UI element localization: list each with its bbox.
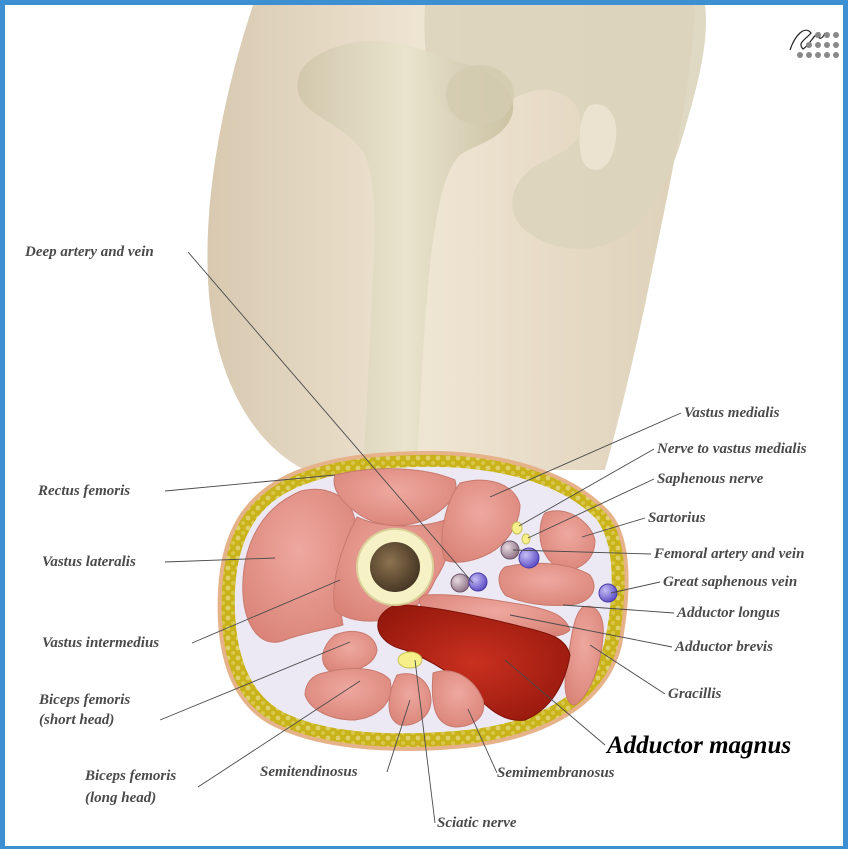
femur-marrow [370,542,420,592]
label-nerve-to-vastus-medialis: Nerve to vastus medialis [656,441,807,457]
label-biceps-short-line1: Biceps femoris [38,692,130,708]
thigh-cross-section-diagram: Deep artery and vein Vastus medialis Ner… [5,5,843,846]
adductor-longus-muscle [499,563,594,605]
label-semimembranosus: Semimembranosus [497,765,615,781]
deep-artery [451,574,469,592]
label-biceps-long-line2: (long head) [85,790,156,806]
label-adductor-magnus: Adductor magnus [605,732,791,759]
great-saphenous-vein [599,584,617,602]
label-gracillis: Gracillis [668,686,721,702]
label-semitendinosus: Semitendinosus [260,764,358,780]
label-rectus-femoris: Rectus femoris [37,483,130,499]
label-vastus-intermedius: Vastus intermedius [42,635,159,651]
label-biceps-long-line1: Biceps femoris [84,768,176,784]
label-sciatic-nerve: Sciatic nerve [437,815,517,831]
label-biceps-short-line2: (short head) [39,712,114,728]
label-sartorius: Sartorius [648,510,706,526]
label-adductor-longus: Adductor longus [676,605,780,621]
label-vastus-lateralis: Vastus lateralis [42,554,136,570]
sciatic-nerve [398,652,422,668]
label-vastus-medialis: Vastus medialis [684,405,780,421]
cross-section [220,453,627,749]
label-femoral-artery-vein: Femoral artery and vein [653,546,804,562]
saphenous-nerve [522,534,530,544]
nerve-to-vastus-medialis [512,522,522,534]
label-adductor-brevis: Adductor brevis [674,639,773,655]
label-deep-artery-vein: Deep artery and vein [24,244,154,260]
label-saphenous-nerve: Saphenous nerve [657,471,764,487]
femoral-head [446,65,514,125]
label-great-saphenous-vein: Great saphenous vein [663,574,797,590]
signature-logo-icon [790,30,839,58]
